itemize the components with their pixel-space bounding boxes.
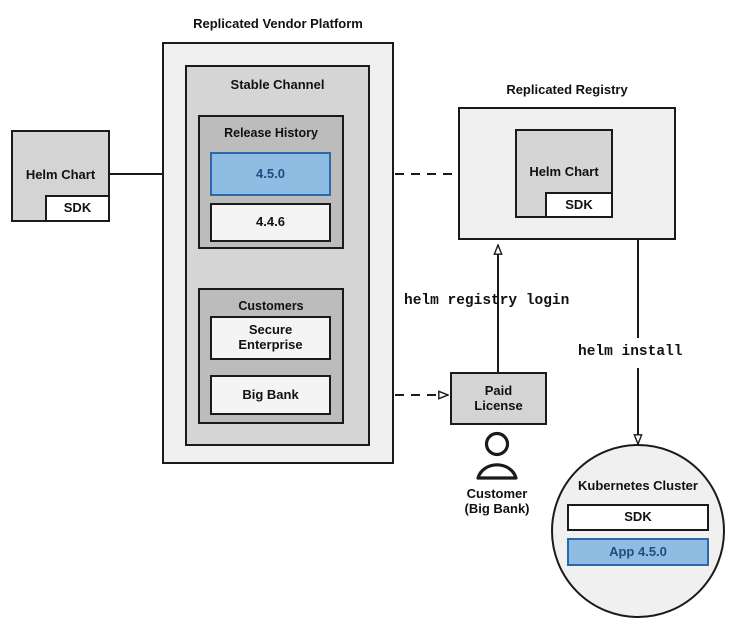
paid-license-box[interactable]: Paid License [450, 372, 547, 425]
registry-title: Replicated Registry [506, 82, 628, 97]
release-history-title: Release History [224, 126, 318, 140]
cluster-item-sdk[interactable]: SDK [567, 504, 709, 531]
customer-entry-label: Big Bank [242, 386, 299, 402]
source-helm-chart-label: Helm Chart [25, 167, 96, 182]
stable-channel-title: Stable Channel [230, 77, 325, 92]
registry-sdk-component[interactable]: SDK [545, 192, 613, 218]
customer-entry-big-bank[interactable]: Big Bank [210, 375, 331, 415]
customer-entry-secure-enterprise[interactable]: Secure Enterprise [210, 316, 331, 360]
customer-actor-label: Customer (Big Bank) [464, 486, 530, 517]
paid-license-label: Paid License [474, 382, 523, 413]
helm-install-command: helm install [578, 344, 683, 360]
cluster-item-app[interactable]: App 4.5.0 [567, 538, 709, 566]
customers-title: Customers [238, 299, 304, 313]
cluster-item-label: App 4.5.0 [609, 543, 667, 559]
kubernetes-cluster-title: Kubernetes Cluster [578, 478, 698, 493]
release-item-4-5-0[interactable]: 4.5.0 [210, 152, 331, 196]
registry-sdk-label: SDK [565, 196, 593, 212]
registry-helm-chart-label: Helm Chart [529, 164, 599, 179]
cluster-item-label: SDK [624, 509, 652, 525]
source-sdk-label: SDK [63, 200, 92, 216]
release-version-label: 4.5.0 [256, 165, 285, 181]
kubernetes-cluster-circle [551, 444, 725, 618]
release-version-label: 4.4.6 [256, 214, 285, 230]
source-sdk-component[interactable]: SDK [45, 195, 110, 222]
customer-entry-label: Secure Enterprise [238, 322, 303, 352]
vendor-platform-title: Replicated Vendor Platform [193, 16, 363, 31]
release-item-4-4-6[interactable]: 4.4.6 [210, 203, 331, 242]
person-icon [476, 431, 518, 480]
helm-registry-login-command: helm registry login [404, 293, 570, 309]
